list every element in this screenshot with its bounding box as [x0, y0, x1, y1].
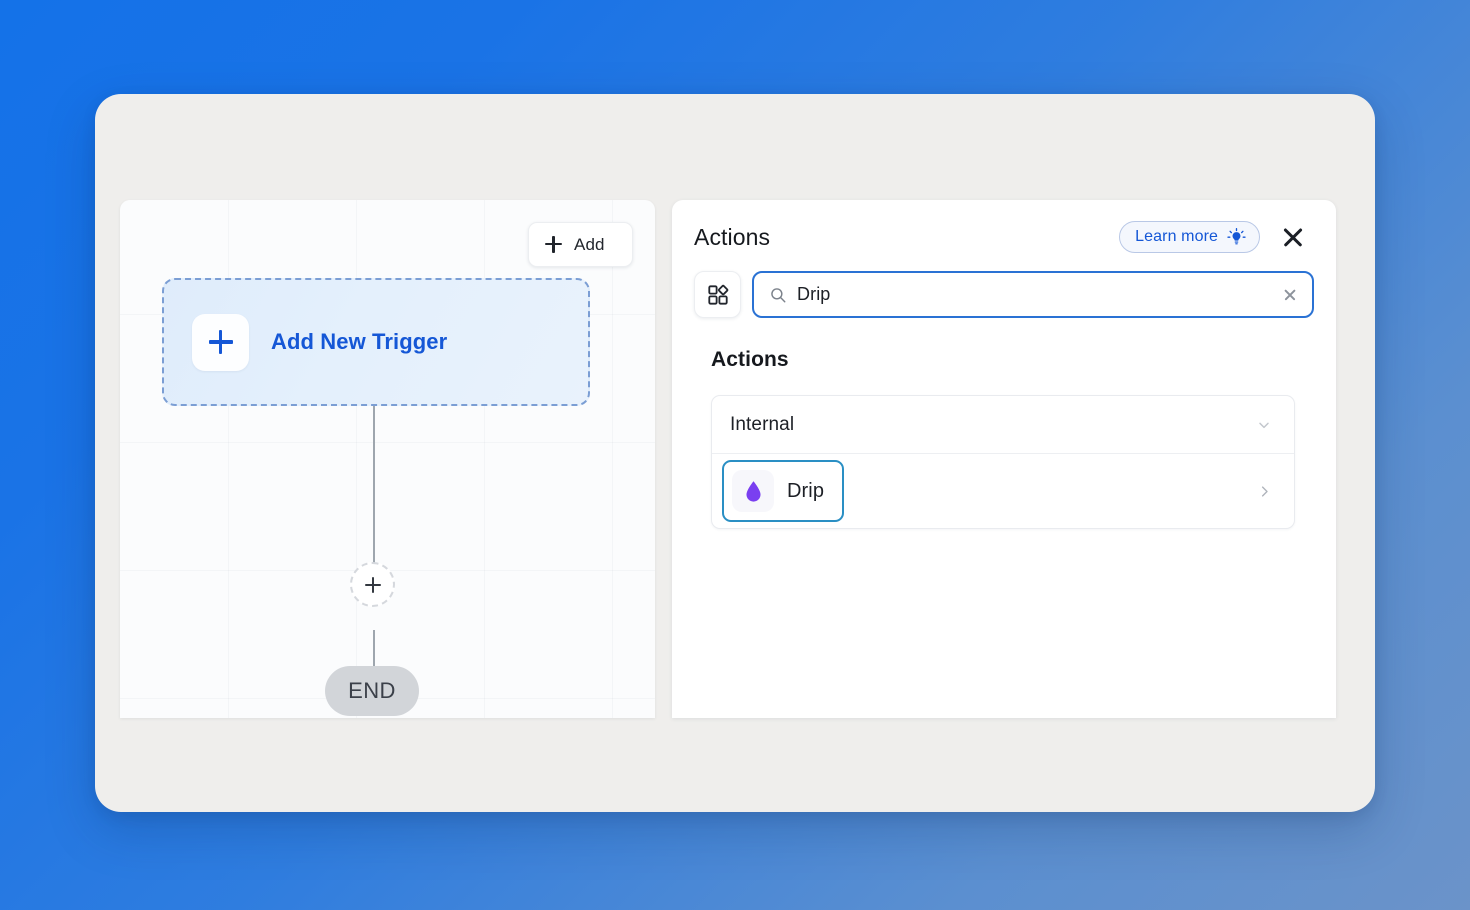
- close-icon[interactable]: [1280, 224, 1306, 250]
- add-new-trigger-label: Add New Trigger: [271, 329, 448, 354]
- chevron-right-icon: [1261, 485, 1268, 497]
- add-new-trigger-node[interactable]: Add New Trigger: [162, 278, 590, 406]
- workspace: Add Add New Trigger END Actions: [95, 94, 1375, 812]
- end-node[interactable]: END: [325, 666, 419, 716]
- action-label: Drip: [787, 479, 825, 502]
- connector-line-upper: [373, 406, 375, 578]
- connector-line-lower: [373, 630, 375, 672]
- results-heading: Actions: [711, 348, 789, 371]
- actions-side-panel: Actions Learn more: [672, 200, 1336, 718]
- actions-panel-header: Actions Learn more: [672, 200, 1336, 274]
- app-window: Add Add New Trigger END Actions: [95, 94, 1375, 812]
- plus-icon: [208, 330, 233, 354]
- group-label: Internal: [730, 413, 795, 435]
- flow-canvas-panel: Add Add New Trigger END: [120, 200, 655, 718]
- action-focus-ring: Drip: [722, 460, 845, 522]
- learn-more-label: Learn more: [1135, 228, 1218, 245]
- add-button[interactable]: Add: [528, 222, 633, 267]
- search-icon: [771, 287, 786, 302]
- add-button-label: Add: [574, 234, 605, 254]
- panel-title: Actions: [694, 223, 771, 250]
- action-icon-box: [732, 470, 774, 512]
- plus-icon: [545, 236, 562, 253]
- end-node-label: END: [348, 678, 396, 703]
- plus-icon: [364, 576, 381, 593]
- results-card: Internal Drip: [711, 395, 1295, 529]
- group-row-internal[interactable]: Internal: [712, 396, 1294, 454]
- water-drop-icon: [745, 480, 761, 502]
- search-input[interactable]: [797, 284, 1270, 305]
- chevron-down-icon: [1259, 422, 1269, 428]
- insert-step-button[interactable]: [350, 562, 395, 607]
- clear-icon[interactable]: [1280, 285, 1300, 305]
- action-row-drip[interactable]: Drip: [712, 454, 1294, 528]
- grid-apps-icon: [707, 284, 728, 305]
- actions-search-row: [694, 271, 1314, 318]
- trigger-plus-icon-box: [192, 313, 249, 371]
- grid-apps-button[interactable]: [694, 271, 741, 318]
- search-field[interactable]: [752, 271, 1314, 318]
- learn-more-button[interactable]: Learn more: [1119, 221, 1260, 253]
- lightbulb-icon: [1227, 227, 1246, 244]
